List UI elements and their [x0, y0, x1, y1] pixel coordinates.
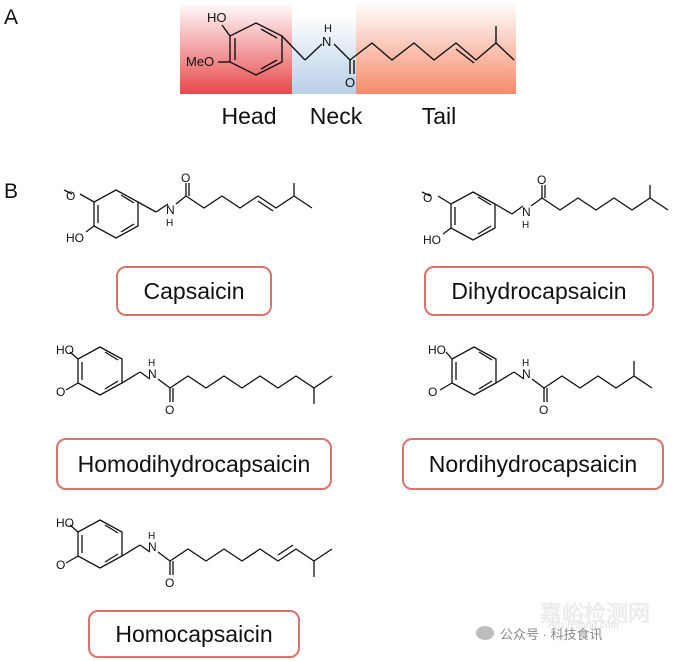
ome-atom: MeO: [186, 54, 214, 69]
n-atom: N: [522, 367, 531, 381]
n-atom: N: [522, 205, 531, 219]
o-atom: O: [428, 385, 437, 399]
n-atom: N: [148, 540, 157, 554]
oh-atom: HO: [428, 343, 446, 357]
panel-b-label: B: [4, 180, 19, 203]
h-atom: H: [522, 358, 529, 369]
o-atom: O: [345, 75, 355, 90]
oh-atom: HO: [423, 233, 441, 247]
carbonyl-o-atom: O: [165, 576, 174, 590]
o-atom: O: [56, 558, 65, 572]
o-atom: O: [423, 191, 432, 205]
oh-atom: HO: [207, 10, 227, 25]
watermark-faint-sub: AnyTesting.com: [548, 620, 619, 631]
watermark-text: 公众号 · 科技食讯: [500, 627, 603, 642]
capsaicin-structure: O HO N H O: [63, 171, 313, 245]
head-label: Head: [221, 103, 277, 129]
h-atom: H: [148, 358, 155, 369]
oh-atom: HO: [56, 343, 74, 357]
head-region: [180, 2, 292, 94]
carbonyl-o-atom: O: [181, 171, 190, 185]
o-atom: O: [56, 385, 65, 399]
neck-label: Neck: [309, 103, 363, 129]
nordihydrocapsaicin-label: Nordihydrocapsaicin: [402, 438, 664, 490]
carbonyl-o-atom: O: [165, 403, 174, 417]
h-atom: H: [522, 220, 529, 231]
homodihydrocapsaicin-structure: HO O N H O: [56, 343, 333, 417]
capsaicin-label: Capsaicin: [116, 266, 272, 316]
dihydrocapsaicin-label: Dihydrocapsaicin: [424, 266, 654, 316]
oh-atom: HO: [56, 516, 74, 530]
n-atom: N: [322, 34, 331, 49]
h-atom: H: [148, 531, 155, 542]
capsaicin-a-bonds: [218, 22, 515, 76]
homodihydrocapsaicin-label: Homodihydrocapsaicin: [56, 438, 332, 490]
tail-label: Tail: [421, 103, 457, 129]
oh-atom: HO: [66, 231, 84, 245]
carbonyl-o-atom: O: [537, 173, 546, 187]
wechat-icon: [476, 626, 494, 640]
homocapsaicin-structure: HO O N H O: [56, 516, 333, 590]
panel-a-label: A: [4, 6, 19, 29]
neck-region: [292, 14, 356, 94]
carbonyl-o-atom: O: [539, 403, 548, 417]
watermark-faint: 嘉峪检测网: [540, 601, 651, 626]
h-atom: H: [166, 218, 173, 229]
o-atom: O: [66, 189, 75, 203]
n-atom: N: [166, 203, 175, 217]
h-atom: H: [324, 23, 332, 35]
homocapsaicin-label: Homocapsaicin: [88, 610, 300, 658]
nordihydrocapsaicin-structure: HO O N H O: [428, 343, 653, 417]
n-atom: N: [148, 367, 157, 381]
dihydrocapsaicin-structure: O HO N H O: [421, 173, 669, 247]
